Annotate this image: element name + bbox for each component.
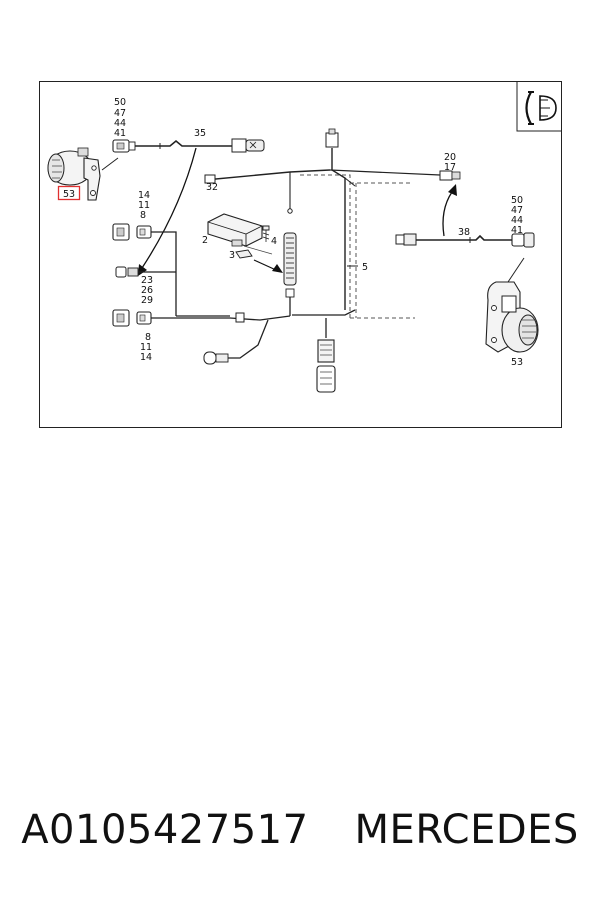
arrow-cable-38 xyxy=(442,191,453,237)
callout-stack-right-mid: 50 47 44 41 xyxy=(511,195,523,236)
wiring-diagram: 53 50 47 44 41 35 5 xyxy=(39,81,562,428)
connector-cable-38-right xyxy=(511,232,535,248)
connector-23-26-29 xyxy=(115,266,139,278)
callout-3: 3 xyxy=(229,250,235,261)
sensor-left-label: 53 xyxy=(63,189,75,200)
callout-2: 2 xyxy=(202,235,208,246)
svg-text:11: 11 xyxy=(138,200,150,211)
harness-main xyxy=(204,148,441,319)
connector-bottom-left xyxy=(203,351,229,365)
sensor-left xyxy=(47,147,101,201)
svg-text:47: 47 xyxy=(511,205,523,216)
callout-38: 38 xyxy=(458,227,470,238)
callout-stack-20-17: 20 17 xyxy=(444,152,456,173)
arrow-cable-35 xyxy=(141,147,197,269)
callout-4: 4 xyxy=(271,236,277,247)
callout-stack-23-26-29: 23 26 29 xyxy=(141,275,153,306)
connector-bottom-block xyxy=(316,339,336,393)
callout-stack-8-11-14: 8 11 14 xyxy=(140,332,152,363)
screw xyxy=(262,225,270,242)
svg-text:50: 50 xyxy=(511,195,523,206)
headlight-range-icon xyxy=(516,82,561,132)
connector-top-left xyxy=(112,139,136,153)
svg-text:41: 41 xyxy=(511,225,523,236)
svg-text:8: 8 xyxy=(145,332,151,343)
sensor-right-label: 53 xyxy=(511,357,523,368)
svg-text:41: 41 xyxy=(114,128,126,139)
sensor-left-highlight xyxy=(57,185,81,201)
part-number: A0105427517 xyxy=(21,807,309,853)
callout-5: 5 xyxy=(362,262,368,273)
connector-8-11-14 xyxy=(112,309,152,327)
callout-stack-14-11-8: 14 11 8 xyxy=(138,190,150,221)
callout-35: 35 xyxy=(194,128,206,139)
svg-text:44: 44 xyxy=(511,215,523,226)
control-module xyxy=(207,213,263,247)
connector-strip xyxy=(283,232,297,298)
connector-harness-top xyxy=(325,128,339,148)
cable-38 xyxy=(416,234,512,241)
svg-text:23: 23 xyxy=(141,275,153,286)
sensor-right xyxy=(485,281,539,353)
svg-text:29: 29 xyxy=(141,295,153,306)
svg-text:44: 44 xyxy=(114,118,126,129)
svg-text:11: 11 xyxy=(140,342,152,353)
brand-name: MERCEDES xyxy=(354,807,579,853)
connector-32 xyxy=(204,174,216,184)
connector-20-17 xyxy=(439,170,461,181)
harness-left-branch xyxy=(130,231,327,359)
svg-text:17: 17 xyxy=(444,162,456,173)
svg-text:47: 47 xyxy=(114,108,126,119)
svg-text:8: 8 xyxy=(140,210,146,221)
connector-cable-35 xyxy=(231,138,265,153)
callout-stack-top-left: 50 47 44 41 xyxy=(114,97,126,139)
part-caption: A0105427517 MERCEDES xyxy=(0,800,600,860)
svg-text:14: 14 xyxy=(138,190,150,201)
diagram-frame xyxy=(39,81,562,428)
connector-14-11-8 xyxy=(112,223,152,241)
svg-text:20: 20 xyxy=(444,152,456,163)
bracket xyxy=(235,249,253,259)
svg-text:14: 14 xyxy=(140,352,152,363)
callout-32: 32 xyxy=(206,182,218,193)
connector-cable-38-left xyxy=(395,233,417,246)
svg-text:50: 50 xyxy=(114,97,126,108)
cable-35 xyxy=(135,139,232,147)
svg-text:26: 26 xyxy=(141,285,153,296)
